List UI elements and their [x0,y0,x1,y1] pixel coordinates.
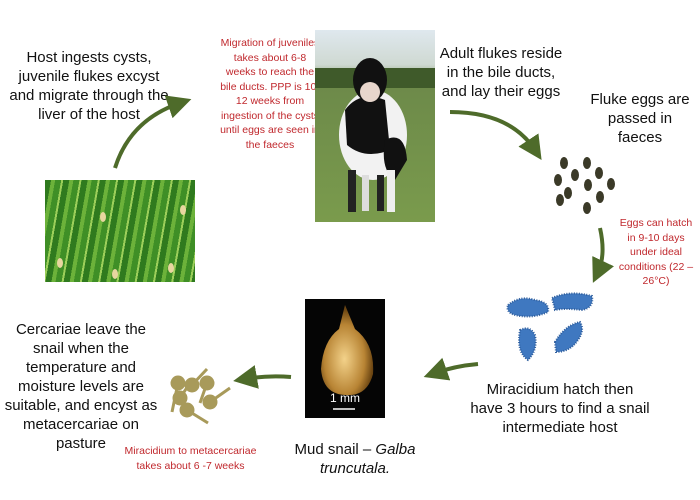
arrow-grass-to-cow [113,95,192,169]
cercariae-text: Cercariae leave the snail when the tempe… [4,321,158,452]
miracidium-hatch-text: Miracidium hatch then have 3 hours to fi… [470,381,650,436]
arrow-cow-to-eggs [449,110,542,161]
cow-photo [315,30,435,222]
eggs-hatch-note: Eggs can hatch in 9-10 days under ideal … [618,217,694,287]
host-ingests-text: Host ingests cysts, juvenile flukes excy… [9,49,169,123]
metacercariae-note: Miracidium to metacercariae takes about … [124,445,257,472]
snail-species: Galba truncutala. [319,441,416,477]
migration-note: Migration of juveniles takes about 6-8 w… [220,37,320,151]
snail-caption-prefix: Mud snail – [294,441,376,458]
snail-caption: Mud snail – Galba truncutala. [280,440,430,478]
cow-illustration [315,58,435,212]
cercariae [170,367,231,425]
scale-bar-label: 1 mm [330,391,360,405]
arrow-eggs-to-miracidia [592,227,614,283]
grass-with-cysts-photo [45,180,195,282]
eggs-passed-text: Fluke eggs are passed in faeces [590,91,690,146]
fluke-eggs [554,157,615,214]
arrow-snail-to-cercariae [233,365,292,389]
snail-shell [321,305,374,410]
arrow-miracidia-to-snail [423,357,479,381]
mud-snail-photo: 1 mm [305,299,385,418]
miracidia [506,292,594,362]
cysts [57,205,186,279]
adult-flukes-text: Adult flukes reside in the bile ducts, a… [439,45,563,100]
